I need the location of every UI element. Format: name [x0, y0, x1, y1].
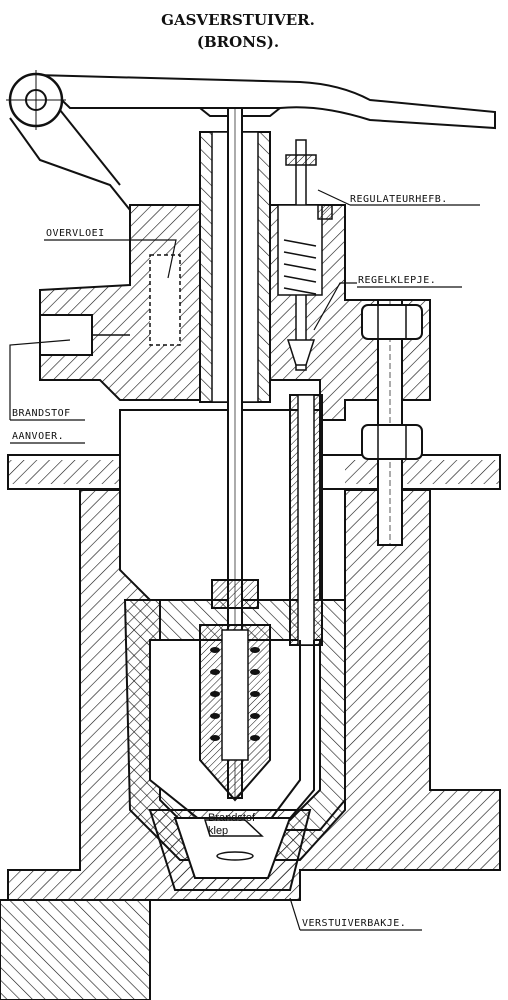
label-brandstofklep-2: klep: [208, 825, 228, 837]
upper-nut: [361, 304, 423, 340]
spring: [199, 624, 271, 802]
title-line-1: GASVERSTUIVER.: [161, 11, 315, 29]
atomizer-cup: [148, 809, 312, 891]
regulator-rod: [277, 139, 333, 371]
label-brandstof-aanvoer-2: AANVOER.: [12, 431, 64, 442]
label-regelklepje: REGELKLEPJE.: [358, 275, 436, 286]
stud-bolt: [361, 299, 423, 546]
leader-lines: [9, 189, 480, 931]
title-line-2: (BRONS).: [197, 33, 279, 51]
label-regulateurhefb: REGULATEURHEFB.: [350, 194, 448, 205]
label-verstuiverbakje: VERSTUIVERBAKJE.: [302, 918, 406, 929]
lower-nut: [361, 424, 423, 460]
lever-arm: [6, 70, 496, 211]
label-brandstof-aanvoer-1: BRANDSTOF: [12, 408, 71, 419]
label-brandstofklep-1: Brandstof: [208, 812, 256, 824]
label-overvloei: OVERVLOEI: [46, 228, 105, 239]
